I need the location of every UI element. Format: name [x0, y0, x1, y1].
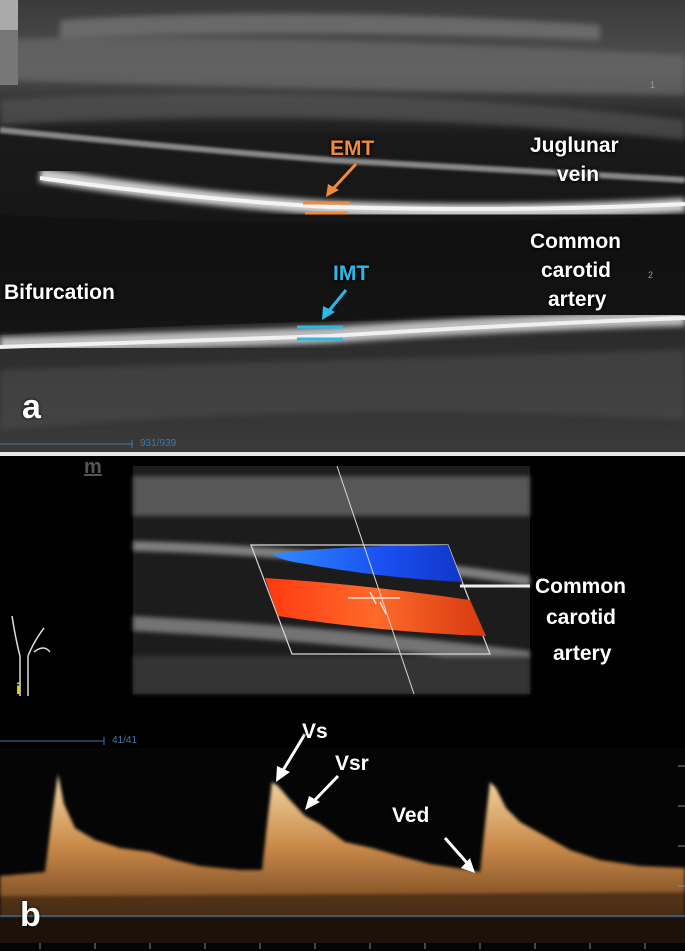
- imt-arrow: [322, 289, 348, 320]
- emt-arrow: [326, 162, 358, 197]
- panel-letter-a: a: [22, 388, 41, 426]
- device-logo: m: [84, 456, 102, 478]
- jugular-vein-label-line2: vein: [557, 163, 600, 186]
- body-marker-icon: [11, 615, 51, 696]
- doppler-image-b: [0, 465, 685, 951]
- jugular-vein-label-line1: Juglunar: [530, 134, 619, 157]
- vs-label: Vs: [302, 720, 328, 743]
- imt-label: IMT: [333, 262, 370, 285]
- ved-label: Ved: [392, 804, 430, 827]
- vsr-label: Vsr: [335, 752, 369, 775]
- ultrasound-panel-b: m i Common carotid artery Vs Vsr Ved 41/…: [0, 456, 685, 951]
- vsr-arrow: [305, 774, 340, 810]
- emt-caliper: [303, 201, 350, 215]
- frame-counter-b: 41/41: [112, 735, 138, 746]
- cca-label-line1: Common: [530, 230, 621, 253]
- cca-label-line3: artery: [548, 288, 607, 311]
- bmode-image-a: [0, 0, 685, 452]
- ultrasound-panel-a: EMT IMT Juglunar vein Common carotid art…: [0, 0, 685, 452]
- body-marker-probe: i: [16, 681, 21, 698]
- frame-counter-a: 931/939: [140, 438, 177, 449]
- panel-divider: [0, 452, 685, 456]
- panel-letter-b: b: [20, 896, 41, 934]
- cca-doppler-label-line1: Common: [535, 575, 626, 598]
- doppler-spectrum: [0, 774, 685, 918]
- vs-arrow: [276, 733, 307, 782]
- ved-arrow: [443, 837, 475, 873]
- depth-mark-1: 1: [650, 80, 656, 90]
- cca-label-line2: carotid: [541, 259, 612, 282]
- cca-doppler-label-line3: artery: [553, 642, 612, 665]
- imt-caliper: [297, 325, 343, 341]
- emt-label: EMT: [330, 137, 375, 160]
- depth-mark-2: 2: [648, 270, 654, 280]
- bifurcation-label: Bifurcation: [4, 281, 115, 304]
- cca-doppler-label-line2: carotid: [546, 606, 617, 629]
